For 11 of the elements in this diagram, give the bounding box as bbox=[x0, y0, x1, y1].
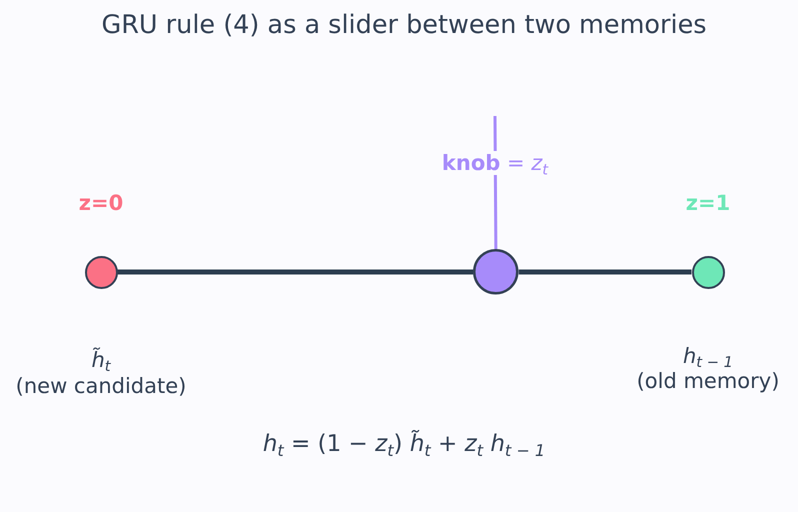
node-caption: h̃$_{t}$ (new candidate) bbox=[16, 346, 186, 400]
slider-track bbox=[118, 270, 474, 274]
value-label: z=1 bbox=[686, 191, 730, 215]
formula: h$_{t}$ = (1 − z$_{t}$) h̃$_{t}$ + z$_{t}$ h$_{t − 1}$ bbox=[262, 431, 546, 457]
node-caption: h$_{t − 1}$ (old memory) bbox=[636, 344, 780, 394]
slider-knob bbox=[473, 249, 519, 295]
endpoint-dot bbox=[84, 256, 118, 288]
endpoint-dot bbox=[692, 256, 724, 288]
value-label: z=0 bbox=[78, 191, 124, 215]
diagram-title: GRU rule (4) as a slider between two memories bbox=[101, 10, 707, 40]
slider-track bbox=[518, 270, 692, 274]
